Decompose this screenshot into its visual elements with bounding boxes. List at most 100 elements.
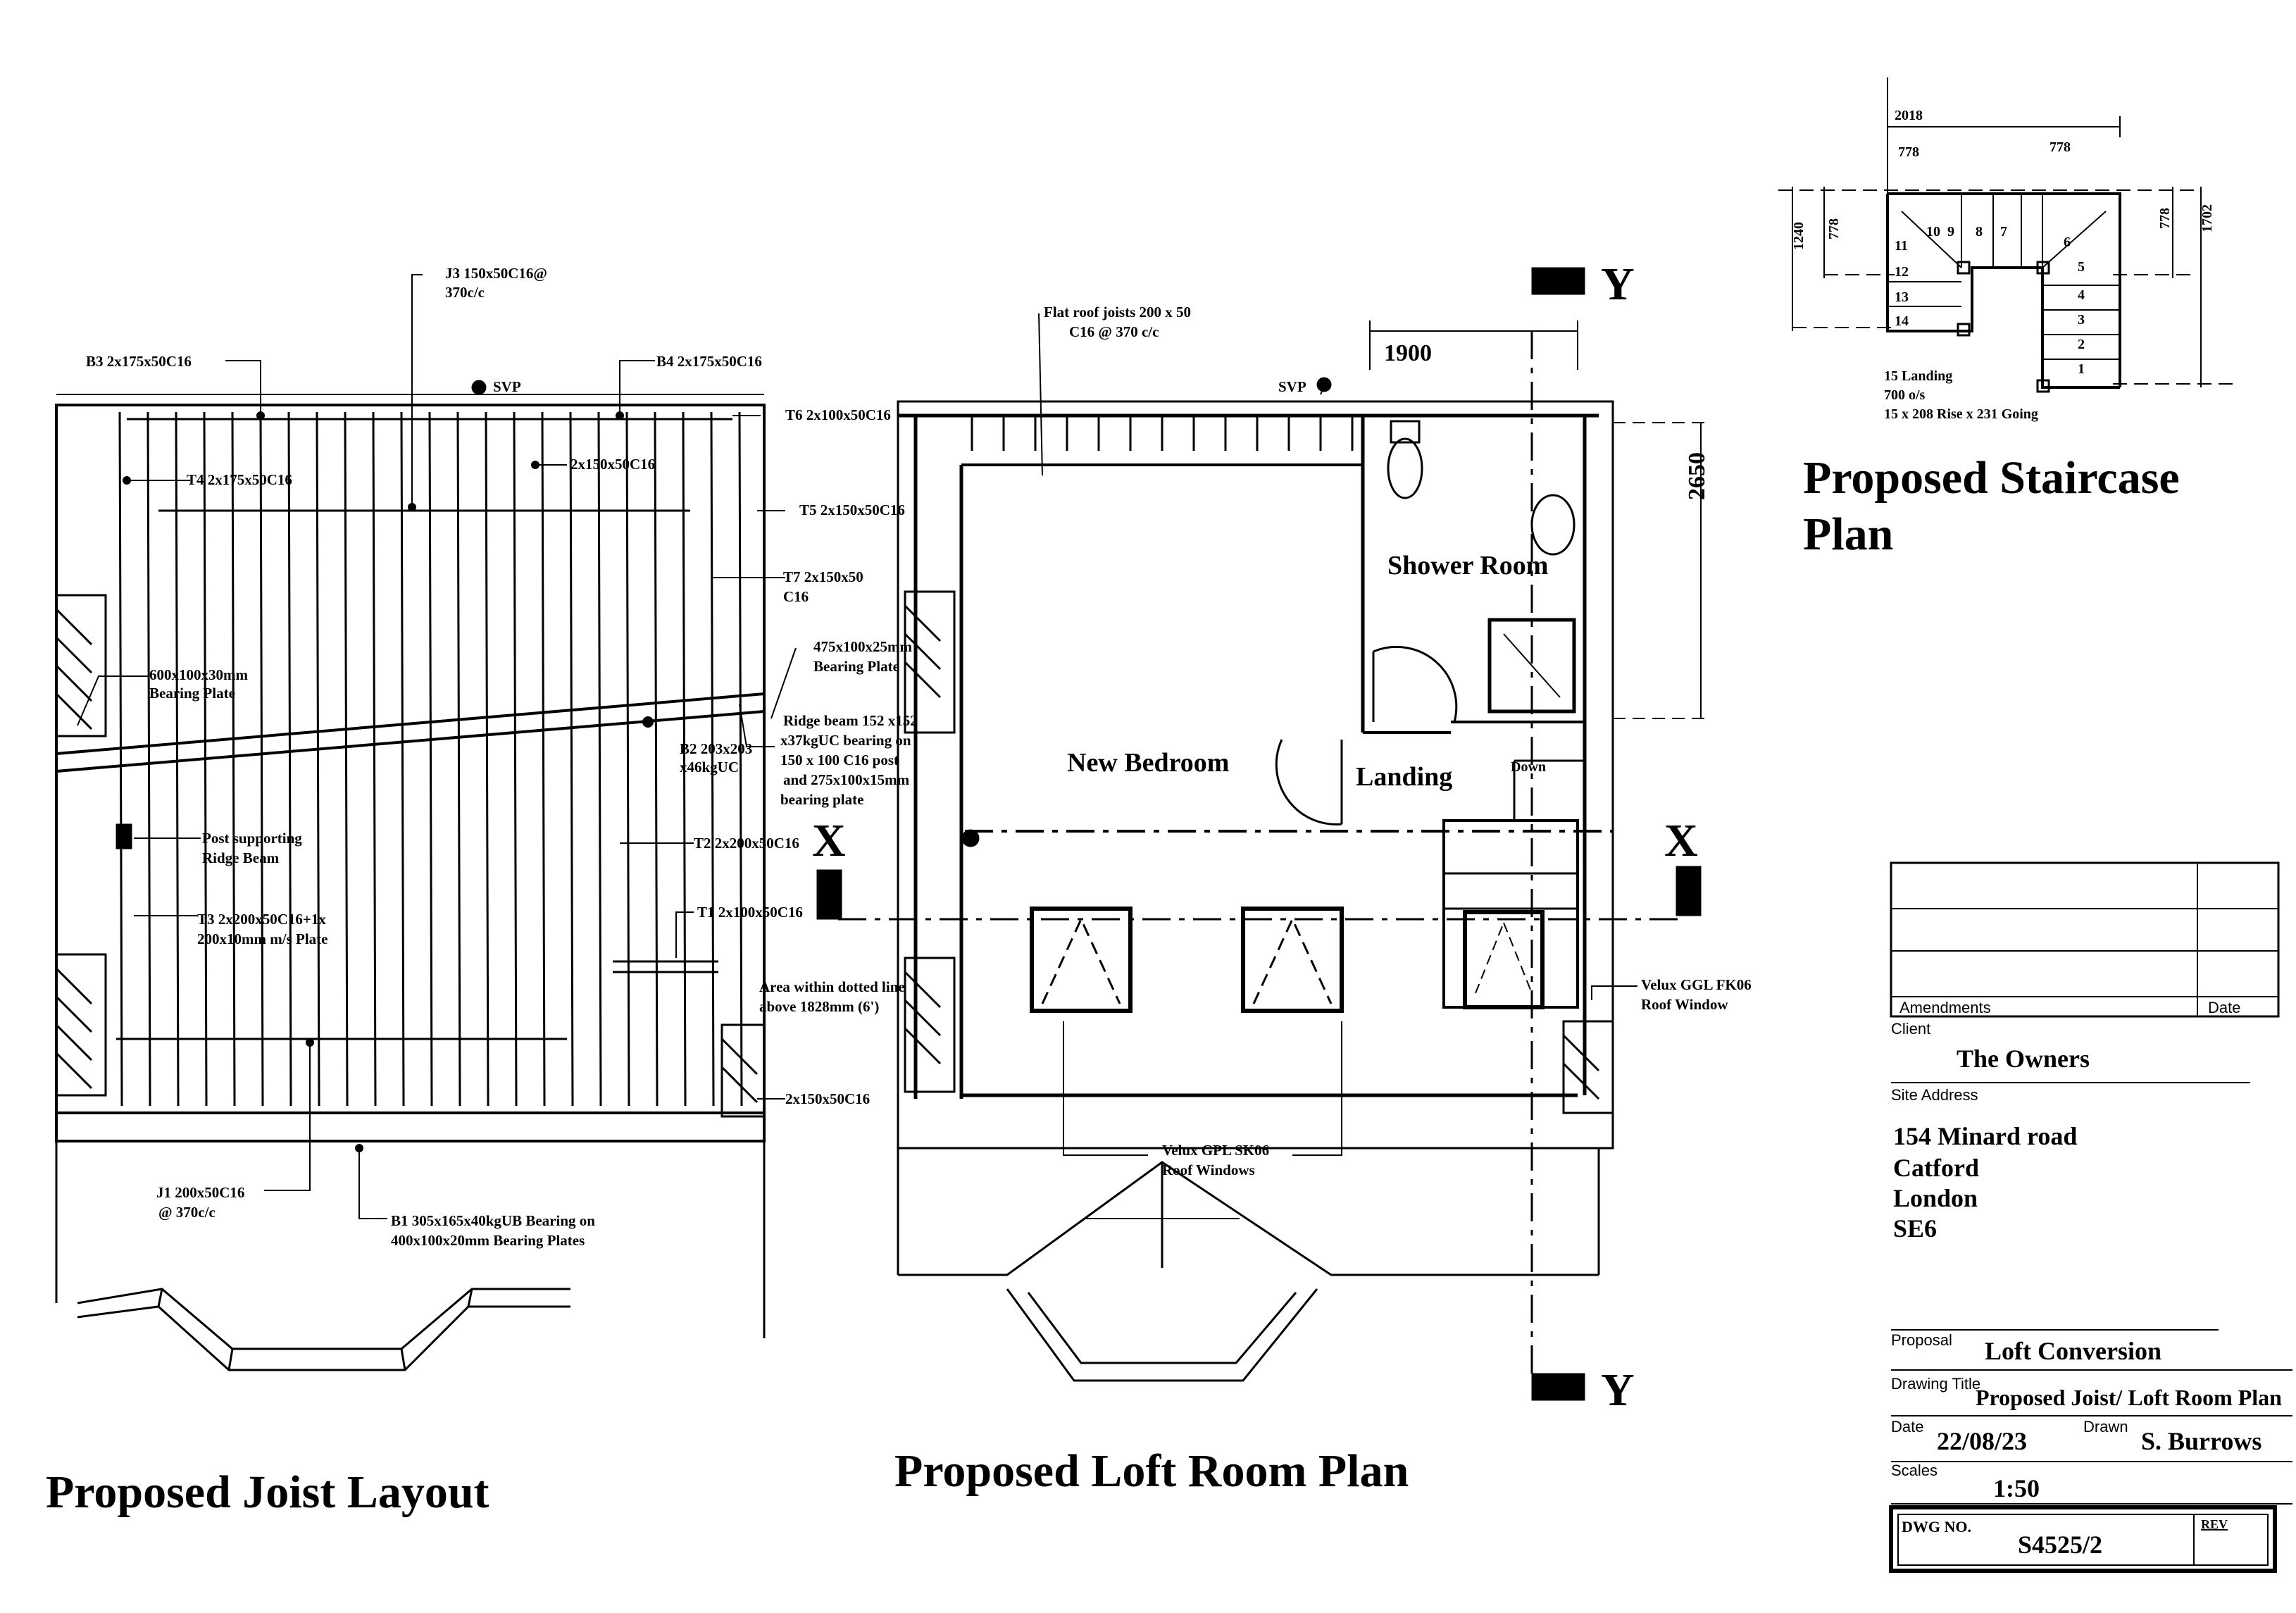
tb-proposal: Loft Conversion xyxy=(1985,1337,2161,1365)
joist-line xyxy=(682,411,687,1107)
joist-line xyxy=(287,411,292,1107)
joist-line xyxy=(513,411,518,1107)
joist-line xyxy=(146,411,151,1107)
tb-drawing-title-label: Drawing Title xyxy=(1891,1375,1980,1393)
stair-note-rise: 15 x 208 Rise x 231 Going xyxy=(1884,406,2038,422)
stair-note-os: 700 o/s xyxy=(1884,387,1926,403)
title-loft-plan: Proposed Loft Room Plan xyxy=(894,1445,1409,1497)
title-block-text: Amendments Date Client The Owners Site A… xyxy=(1891,999,2282,1559)
label-area: Area within dotted line xyxy=(759,978,905,995)
staircase-plan xyxy=(1778,77,2236,393)
room-landing: Landing xyxy=(1356,762,1452,792)
label-j3: J3 150x50C16@ xyxy=(445,265,547,282)
joist-line xyxy=(625,411,630,1107)
joist-line xyxy=(654,411,659,1107)
room-shower: Shower Room xyxy=(1387,551,1548,580)
label-bearing-plate-2: 475x100x25mm xyxy=(813,638,912,655)
label-svp-loft: SVP xyxy=(1278,378,1306,395)
tb-client: The Owners xyxy=(1957,1045,2090,1073)
joist-layout xyxy=(55,274,797,1371)
stair-tread-number: 2 xyxy=(2078,337,2085,352)
section-y-top: Y xyxy=(1601,259,1635,310)
tb-client-label: Client xyxy=(1891,1020,1930,1038)
label-bearing-plate-1b: Bearing Plate xyxy=(149,685,235,702)
label-b2: B2 203x203 xyxy=(680,740,752,757)
tb-address-2: Catford xyxy=(1893,1154,1979,1182)
joist-line xyxy=(372,411,377,1107)
stair-tread-number: 14 xyxy=(1895,313,1909,329)
staircase-labels: 2018 778 778 1240 778 778 1702 123456789… xyxy=(1791,108,2215,560)
label-t7-grade: C16 xyxy=(783,588,809,605)
joist-line xyxy=(569,411,574,1107)
label-velux-gpl: Velux GPL SK06 xyxy=(1162,1142,1269,1159)
tb-address-3: London xyxy=(1893,1184,1978,1212)
label-t4: T4 2x175x50C16 xyxy=(187,471,292,488)
stair-tread-number: 9 xyxy=(1947,224,1954,239)
label-area-2: above 1828mm (6') xyxy=(759,998,879,1015)
label-j1-spacing: @ 370c/c xyxy=(158,1204,216,1221)
label-j1: J1 200x50C16 xyxy=(156,1184,244,1201)
joist-line xyxy=(541,411,546,1107)
joist-line xyxy=(344,411,349,1107)
label-svp: SVP xyxy=(493,378,521,395)
tb-dwg-no: S4525/2 xyxy=(2018,1531,2102,1559)
room-bedroom: New Bedroom xyxy=(1067,748,1229,778)
label-velux-ggl: Velux GGL FK06 xyxy=(1641,976,1752,993)
stair-dim-2018: 2018 xyxy=(1895,108,1923,123)
joist-labels: B3 2x175x50C16 J3 150x50C16@ 370c/c SVP … xyxy=(46,265,918,1518)
section-x-right: X xyxy=(1664,815,1698,866)
label-post: Post supporting xyxy=(202,830,302,847)
label-ridge-beam-5: bearing plate xyxy=(780,791,863,808)
stair-tread-number: 13 xyxy=(1895,289,1909,305)
title-joist-layout: Proposed Joist Layout xyxy=(46,1466,489,1518)
joist-line xyxy=(456,411,461,1107)
dim-1900: 1900 xyxy=(1384,340,1432,366)
joist-line xyxy=(428,411,433,1107)
label-ridge-beam-2: x37kgUC bearing on xyxy=(780,732,911,749)
label-t8: 2x150x50C16 xyxy=(785,1090,870,1107)
label-ridge-beam-3: 150 x 100 C16 post xyxy=(780,752,899,768)
tb-address-1: 154 Minard road xyxy=(1893,1122,2077,1150)
label-post-2: Ridge Beam xyxy=(202,849,280,866)
stair-tread-number: 6 xyxy=(2064,235,2071,250)
tb-date: 22/08/23 xyxy=(1937,1427,2027,1455)
joist-line xyxy=(597,411,602,1107)
label-b1-plates: 400x100x20mm Bearing Plates xyxy=(391,1232,585,1249)
stair-tread-number: 10 xyxy=(1926,224,1940,239)
tb-drawn: S. Burrows xyxy=(2141,1427,2261,1455)
label-bearing-plate-1: 600x100x30mm xyxy=(149,666,248,683)
stair-tread-number: 11 xyxy=(1895,238,1908,254)
dim-2650: 2650 xyxy=(1684,452,1710,500)
label-ridge-beam-1: Ridge beam 152 x152 xyxy=(783,712,918,729)
tb-site-label: Site Address xyxy=(1891,1086,1978,1104)
loft-plan xyxy=(816,267,1711,1401)
label-b2-weight: x46kgUC xyxy=(680,759,739,776)
title-block xyxy=(1889,861,2292,1573)
label-b4: B4 2x175x50C16 xyxy=(656,353,762,370)
label-t3: T3 2x200x50C16+1x xyxy=(197,911,326,928)
tb-dwg-no-label: DWG NO. xyxy=(1902,1518,1971,1536)
tb-amendments-label: Amendments xyxy=(1899,999,1991,1016)
label-t7: T7 2x150x50 xyxy=(783,568,863,585)
stair-tread-number: 3 xyxy=(2078,312,2085,328)
joist-line xyxy=(485,411,489,1107)
stair-dim-1702: 1702 xyxy=(2200,204,2215,232)
loft-labels: Flat roof joists 200 x 50 C16 @ 370 c/c … xyxy=(812,259,1752,1497)
stair-note-landing: 15 Landing xyxy=(1884,368,1952,384)
section-x-left: X xyxy=(812,815,846,866)
title-staircase-2: Plan xyxy=(1803,509,1893,560)
label-b3: B3 2x175x50C16 xyxy=(86,353,192,370)
tb-proposal-label: Proposal xyxy=(1891,1331,1952,1349)
joist-line xyxy=(259,411,264,1107)
tb-rev-label: REV xyxy=(2201,1517,2228,1531)
label-j3-spacing: 370c/c xyxy=(445,284,485,301)
stair-dim-1240: 1240 xyxy=(1791,222,1807,250)
stair-tread-number: 5 xyxy=(2078,259,2085,275)
joist-line xyxy=(316,411,320,1107)
joist-line xyxy=(738,411,743,1107)
label-flat-roof-spacing: C16 @ 370 c/c xyxy=(1069,323,1159,340)
label-t5: T5 2x150x50C16 xyxy=(799,502,905,518)
stair-dim-778-right: 778 xyxy=(2049,139,2071,155)
label-velux-ggl-2: Roof Window xyxy=(1641,996,1728,1013)
